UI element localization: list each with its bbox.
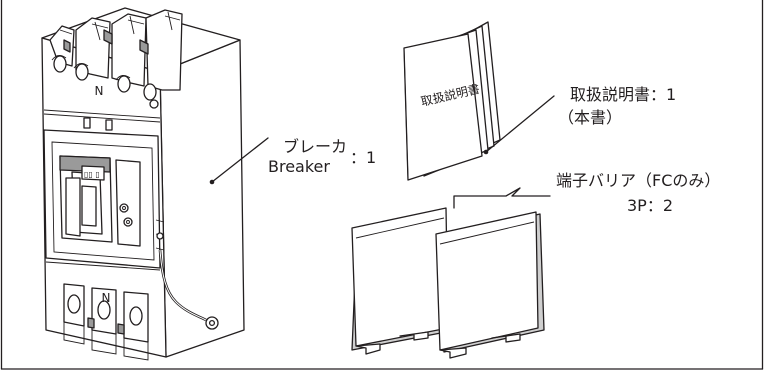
breaker-label-en: Breaker xyxy=(268,157,330,176)
manual-leader-dot xyxy=(483,149,489,155)
barrier-leader-line xyxy=(453,187,551,209)
terminal-barrier-right xyxy=(435,211,545,359)
manual-note: （本書） xyxy=(558,108,622,127)
manual-front-cover xyxy=(403,33,483,181)
breaker-label-jp: ブレーカ xyxy=(283,137,347,156)
terminal-mark-n-top: N xyxy=(95,84,104,98)
breaker-leader-dot xyxy=(209,179,215,185)
manual-label: 取扱説明書：1 xyxy=(570,85,676,104)
breaker-illustration: N ▯▯ ▯ xyxy=(41,7,245,361)
breaker-quantity: ：1 xyxy=(350,148,376,167)
svg-text:▯▯ ▯: ▯▯ ▯ xyxy=(84,170,100,179)
instruction-manual-illustration: 取扱説明書 xyxy=(403,21,501,181)
manual-leader-line xyxy=(485,95,555,153)
terminal-mark-n-bottom: N xyxy=(102,291,111,305)
breaker-handle: ▯▯ ▯ xyxy=(59,155,113,243)
breaker-leader-line xyxy=(211,137,269,183)
terminal-barrier-left xyxy=(351,207,449,355)
top-terminal-block xyxy=(49,9,183,101)
barrier-quantity: 3P：2 xyxy=(627,196,673,215)
barrier-label: 端子バリア（FCのみ） xyxy=(556,171,720,190)
bottom-terminal-block xyxy=(63,283,149,361)
